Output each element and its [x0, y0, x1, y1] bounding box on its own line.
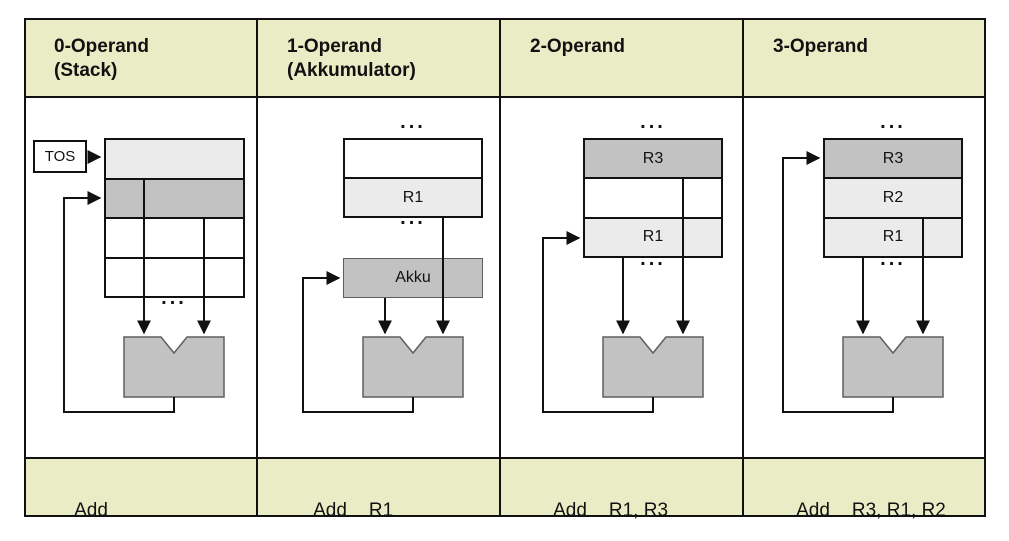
operands: R1 — [368, 500, 394, 521]
ellipsis-below-2op-regs: ... — [640, 248, 666, 270]
header-line: 0-Operand — [54, 36, 150, 57]
tos-box: TOS — [33, 140, 87, 173]
stack-register-file — [104, 138, 245, 298]
alu-label-3op: ALU — [877, 361, 909, 378]
akku-box: Akku — [343, 258, 483, 298]
ellipsis-above-3op-regs: ... — [880, 111, 906, 133]
column-header-1-operand: 1-Operand (Akkumulator) — [287, 35, 487, 83]
tos-label: TOS — [44, 148, 76, 165]
alu-label-stack: ALU — [158, 361, 190, 378]
instruction-stack: Add — [54, 472, 130, 541]
operands: R3, R1, R2 — [851, 500, 946, 521]
stack-cell-second — [106, 179, 243, 219]
operands: R1, R3 — [608, 500, 669, 521]
register-label: R1 — [402, 188, 424, 206]
alu-label-2op: ALU — [637, 361, 669, 378]
accu-cell-top — [345, 140, 481, 179]
ellipsis-above-accu-regs: ... — [400, 111, 426, 133]
two-op-register-file: R3 R1 — [583, 138, 723, 258]
register-r3: R3 — [825, 140, 961, 180]
column-header-0-operand: 0-Operand (Stack) — [54, 35, 254, 83]
register-label: R3 — [882, 149, 904, 167]
header-line: (Stack) — [54, 60, 118, 81]
column-divider-2 — [499, 20, 501, 515]
column-divider-1 — [256, 20, 258, 515]
column-header-3-operand: 3-Operand — [773, 35, 973, 59]
register-r2: R2 — [825, 179, 961, 219]
table-frame — [24, 18, 986, 517]
register-label: R1 — [882, 228, 904, 246]
two-op-cell-middle — [585, 179, 721, 219]
register-label: R1 — [642, 228, 664, 246]
header-line: (Akkumulator) — [287, 60, 416, 81]
instruction-accu: Add R1 — [293, 472, 393, 541]
footer-band — [26, 457, 984, 515]
column-header-2-operand: 2-Operand — [530, 35, 730, 59]
ellipsis-below-accu-regs: ... — [400, 207, 426, 229]
mnemonic: Add — [553, 500, 587, 521]
akku-label: Akku — [395, 269, 431, 286]
ellipsis-below-stack: ... — [161, 287, 187, 309]
mnemonic: Add — [796, 500, 830, 521]
stack-cell-3 — [106, 219, 243, 259]
alu-label-accu: ALU — [397, 361, 429, 378]
ellipsis-below-3op-regs: ... — [880, 248, 906, 270]
mnemonic: Add — [74, 500, 108, 521]
column-divider-3 — [742, 20, 744, 515]
instruction-3op: Add R3, R1, R2 — [776, 472, 946, 541]
register-r1: R1 — [345, 179, 481, 216]
mnemonic: Add — [313, 500, 347, 521]
register-r3: R3 — [585, 140, 721, 180]
stack-cell-top — [106, 140, 243, 180]
header-line: 2-Operand — [530, 36, 626, 57]
accu-register-file: R1 — [343, 138, 483, 218]
register-label: R2 — [882, 188, 904, 206]
instruction-2op: Add R1, R3 — [533, 472, 668, 541]
header-band — [26, 20, 984, 98]
register-label: R3 — [642, 149, 664, 167]
header-line: 1-Operand — [287, 36, 383, 57]
header-line: 3-Operand — [773, 36, 869, 57]
ellipsis-above-2op-regs: ... — [640, 111, 666, 133]
three-op-register-file: R3 R2 R1 — [823, 138, 963, 258]
